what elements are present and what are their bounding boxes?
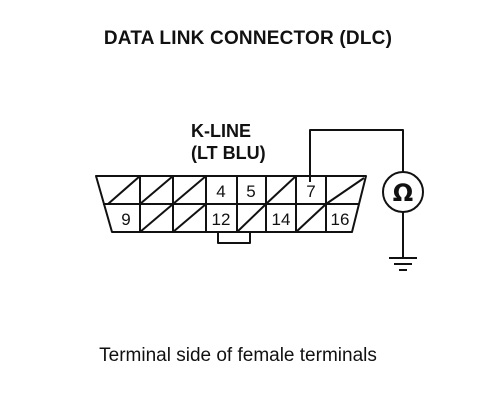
pin-label-4: 4 xyxy=(216,182,225,201)
pin-label-5: 5 xyxy=(246,182,255,201)
wire-label-name: K-LINE xyxy=(191,121,251,141)
pin-label-12: 12 xyxy=(212,210,231,229)
locking-tab xyxy=(217,232,251,244)
pin-label-14: 14 xyxy=(272,210,291,229)
ohm-symbol: Ω xyxy=(393,179,413,207)
connector-outline xyxy=(95,175,367,233)
wire-label: K-LINE (LT BLU) xyxy=(191,120,266,164)
k-line-wire xyxy=(309,129,404,182)
wire-label-color: (LT BLU) xyxy=(191,143,266,163)
pin-label-16: 16 xyxy=(331,210,350,229)
ground-icon xyxy=(389,257,417,271)
pin-label-7: 7 xyxy=(306,182,315,201)
pin-label-9: 9 xyxy=(121,210,130,229)
diagram-caption: Terminal side of female terminals xyxy=(99,345,377,366)
diagram-title: DATA LINK CONNECTOR (DLC) xyxy=(103,28,393,49)
